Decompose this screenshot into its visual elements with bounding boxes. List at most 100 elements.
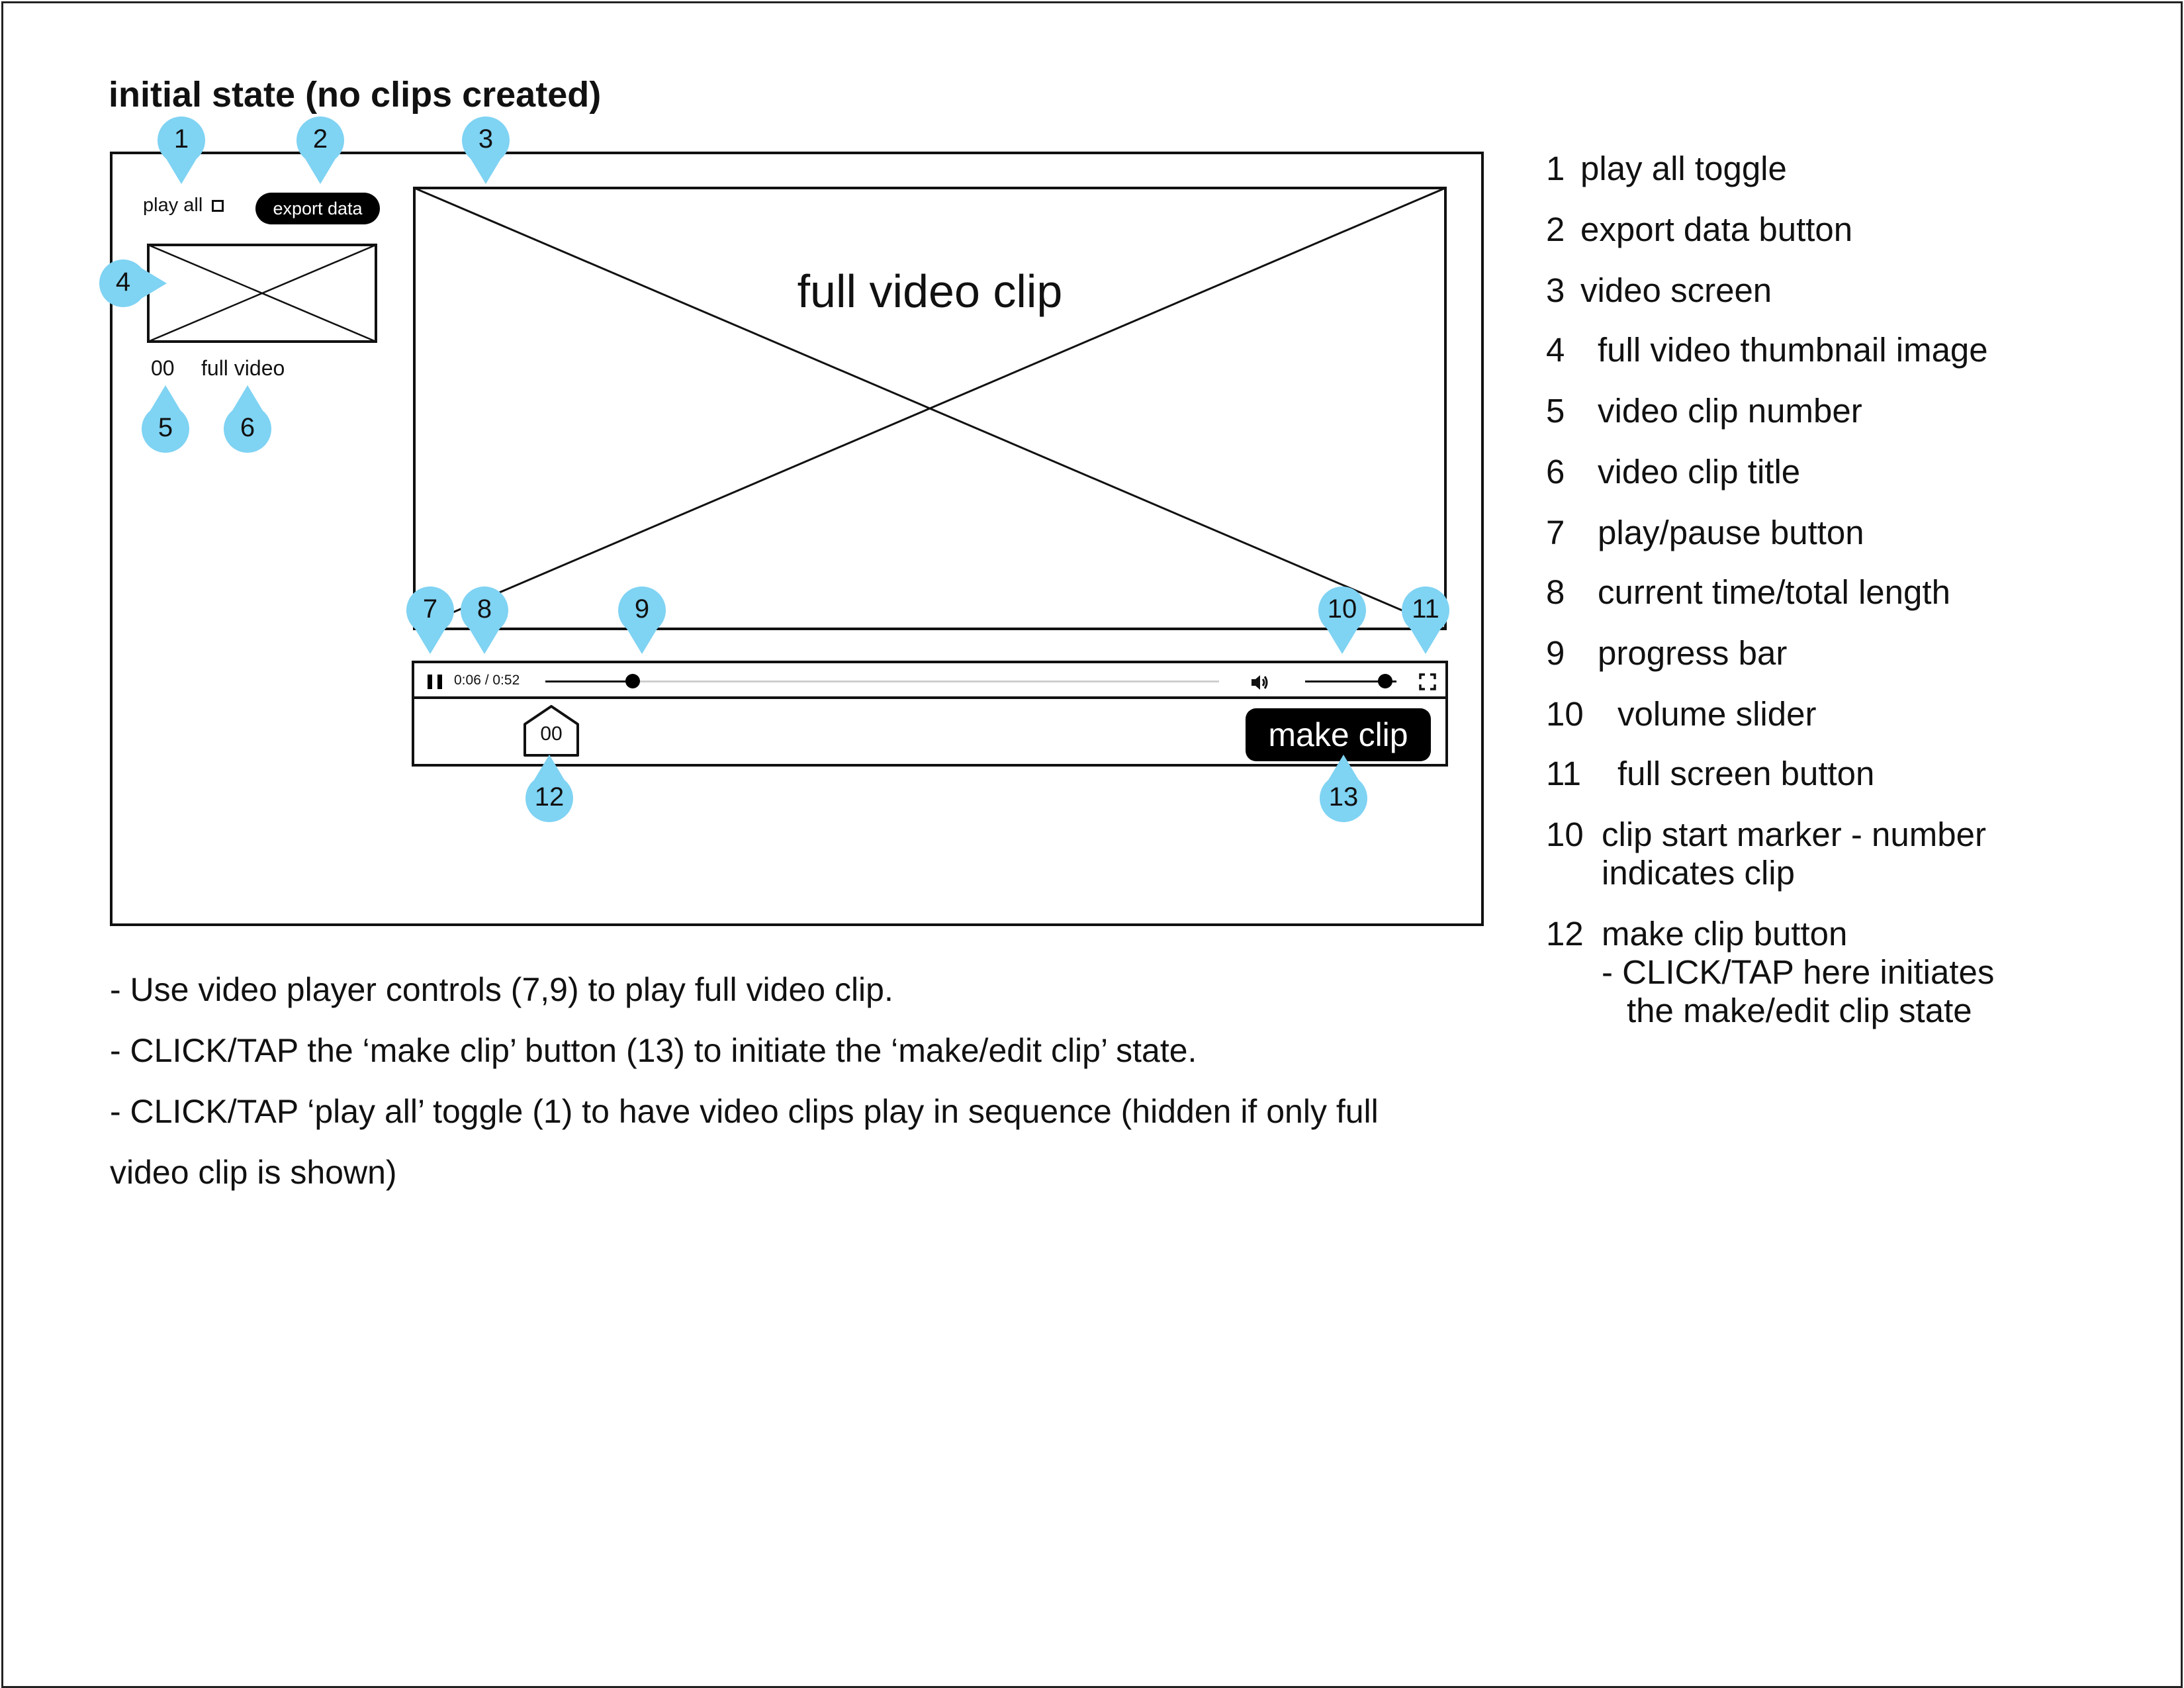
legend-number: 10 (1546, 695, 1584, 733)
play-all-toggle[interactable]: play all (143, 195, 224, 216)
callout-12: 12 (496, 745, 602, 851)
instruction-line: - CLICK/TAP ‘play all’ toggle (1) to hav… (110, 1093, 1379, 1130)
callout-pin-icon (406, 586, 454, 654)
callout-9: 9 (589, 557, 695, 663)
legend-number: 12 (1546, 915, 1584, 953)
callout-pin-icon (1320, 755, 1367, 822)
legend-item: 11 full screen button (1546, 755, 1874, 793)
callout-6: 6 (195, 376, 300, 482)
legend-text: video screen (1580, 271, 1772, 309)
pause-icon[interactable] (428, 675, 442, 689)
legend-item: 3 video screen (1546, 271, 1772, 310)
legend-number: 9 (1546, 634, 1565, 672)
legend-text: make clip button (1602, 915, 1848, 953)
play-all-checkbox[interactable] (212, 199, 224, 212)
legend-item: 12 make clip button- CLICK/TAP here initi… (1546, 915, 1994, 1030)
callout-number: 4 (115, 267, 131, 297)
callout-number: 6 (240, 413, 255, 442)
play-all-label: play all (143, 195, 203, 216)
legend-text: video clip number (1598, 392, 1862, 430)
legend-text: play all toggle (1580, 150, 1787, 187)
legend-text: volume slider (1617, 695, 1817, 733)
legend-number: 2 (1546, 211, 1565, 248)
callout-pin-icon (142, 385, 189, 453)
legend-text: video clip title (1598, 453, 1801, 491)
legend-text-line2: - CLICK/TAP here initiates (1602, 953, 1995, 991)
callout-number: 3 (478, 124, 494, 154)
callout-number: 8 (477, 594, 492, 624)
legend-text-line3: the make/edit clip state (1627, 992, 1972, 1029)
legend-text: play/pause button (1598, 514, 1864, 551)
progress-handle[interactable] (625, 674, 641, 688)
legend-text: full screen button (1617, 755, 1875, 792)
callout-5: 5 (113, 376, 218, 482)
legend-text: current time/total length (1598, 573, 1950, 611)
marker-shape-icon (523, 705, 579, 757)
callout-pin-icon (158, 117, 205, 184)
callout-number: 9 (634, 594, 650, 624)
full-video-thumbnail[interactable] (147, 244, 377, 343)
make-clip-button[interactable]: make clip (1246, 708, 1431, 761)
callout-7: 7 (377, 557, 483, 663)
legend-item: 2 export data button (1546, 211, 1852, 249)
video-placeholder-icon (413, 187, 1447, 630)
callout-4: 4 (70, 230, 176, 336)
clip-start-marker[interactable]: 00 (523, 704, 580, 757)
callout-number: 5 (158, 413, 173, 442)
callout-3: 3 (433, 87, 539, 193)
callout-pin-icon (462, 117, 510, 184)
callout-number: 13 (1328, 782, 1359, 812)
legend-text: progress bar (1598, 634, 1788, 672)
video-controls: 0:06 / 0:52 00 make clip (412, 661, 1448, 767)
clip-start-marker-number: 00 (540, 723, 563, 745)
callout-13: 13 (1291, 745, 1396, 851)
time-readout: 0:06 / 0:52 (454, 673, 520, 688)
callout-number: 1 (173, 124, 189, 154)
legend-text: full video thumbnail image (1598, 331, 1988, 369)
callout-8: 8 (432, 557, 537, 663)
callout-pin-icon (1402, 586, 1449, 654)
legend-text: export data button (1580, 211, 1853, 248)
callout-pin-icon (525, 755, 573, 822)
legend-number: 11 (1546, 755, 1581, 792)
fullscreen-icon[interactable] (1419, 673, 1436, 690)
volume-slider[interactable] (1305, 680, 1396, 682)
legend-number: 8 (1546, 573, 1565, 611)
volume-handle[interactable] (1378, 674, 1393, 688)
callout-pin-icon (224, 385, 271, 453)
legend-text-line2: indicates clip (1602, 854, 1795, 892)
control-bar: 0:06 / 0:52 (414, 663, 1445, 699)
callout-10: 10 (1289, 557, 1395, 663)
video-clip-number: 00 (151, 356, 175, 380)
page-heading: initial state (no clips created) (109, 75, 602, 115)
video-screen[interactable]: full video clip (413, 187, 1447, 630)
progress-fill (545, 680, 633, 682)
video-clip-title[interactable]: full video (201, 356, 285, 380)
callout-11: 11 (1373, 557, 1479, 663)
video-screen-title: full video clip (797, 265, 1063, 317)
legend-item: 10 volume slider (1546, 695, 1816, 733)
callout-number: 11 (1412, 594, 1439, 624)
callout-pin-icon (1318, 586, 1366, 654)
callout-number: 2 (312, 124, 328, 154)
legend-number: 3 (1546, 271, 1565, 309)
progress-bar[interactable] (545, 680, 1219, 682)
callout-number: 12 (534, 782, 565, 812)
instruction-line: video clip is shown) (110, 1154, 397, 1191)
callout-2: 2 (267, 87, 373, 193)
instruction-line: - CLICK/TAP the ‘make clip’ button (13) … (110, 1032, 1197, 1069)
volume-icon[interactable] (1250, 673, 1269, 692)
wireframe-container (110, 152, 1484, 926)
legend-text: clip start marker - number (1602, 816, 1986, 853)
export-data-button[interactable]: export data (255, 193, 380, 224)
callout-number: 7 (422, 594, 438, 624)
legend-item: 8 current time/total length (1546, 573, 1950, 612)
callout-1: 1 (128, 87, 234, 193)
legend-item: 9 progress bar (1546, 634, 1787, 673)
